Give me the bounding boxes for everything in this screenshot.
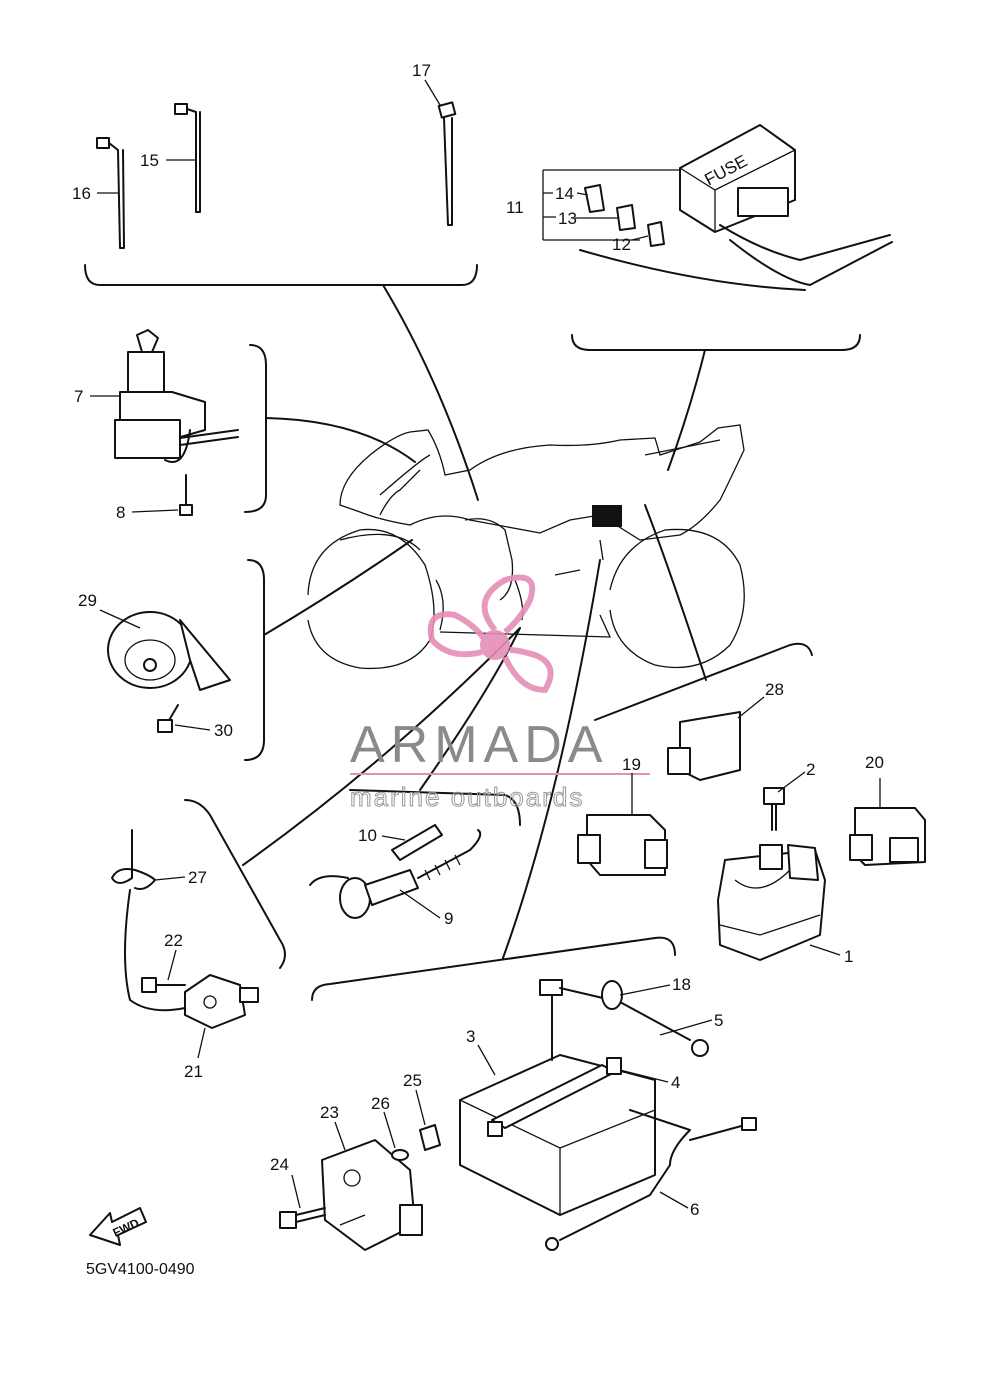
plug-cap-10 [391, 824, 443, 861]
washer-26 [391, 1149, 409, 1161]
callout-9: 9 [444, 909, 453, 928]
bolt-24 [279, 1207, 326, 1229]
fuse-box: FUSE [579, 124, 893, 291]
callout-11: 11 [506, 198, 524, 217]
cable-tie-15 [174, 103, 201, 213]
callout-6: 6 [690, 1200, 699, 1219]
battery [459, 1054, 656, 1216]
clip-27 [111, 829, 156, 890]
relay-20 [849, 807, 926, 866]
starter-relay-1 [717, 844, 826, 961]
callout-22: 22 [164, 931, 183, 950]
callout-8: 8 [116, 503, 125, 522]
fwd-arrow-icon: FWD [89, 1207, 147, 1246]
callout-26: 26 [371, 1094, 390, 1113]
watermark-brand: ARMADA [350, 716, 608, 774]
callout-18: 18 [672, 975, 691, 994]
callout-12: 12 [612, 235, 631, 254]
callout-27: 27 [188, 868, 207, 887]
battery-lead-5 [539, 979, 709, 1061]
watermark-text: ARMADA marine outboards [350, 716, 650, 813]
wire-assembly-9 [309, 829, 482, 919]
battery-lead-6 [545, 1109, 757, 1251]
callout-10: 10 [358, 826, 377, 845]
screw-8 [179, 474, 193, 516]
callout-7: 7 [74, 387, 83, 406]
fuse-bracket [542, 169, 680, 241]
clamp-18 [601, 980, 623, 1010]
callout-leaders [90, 79, 881, 1209]
callout-15: 15 [140, 151, 159, 170]
rectifier-23 [321, 1139, 423, 1251]
main-switch [114, 329, 239, 463]
callout-28: 28 [765, 680, 784, 699]
leader-lines [242, 284, 707, 959]
callout-30: 30 [214, 721, 233, 740]
bolt-30 [157, 704, 179, 733]
callout-25: 25 [403, 1071, 422, 1090]
motorcycle-outline [307, 424, 745, 670]
nut-25 [419, 1124, 441, 1151]
relay-19 [577, 814, 668, 876]
callout-3: 3 [466, 1027, 475, 1046]
fuse-12 [647, 221, 665, 247]
horn [107, 611, 231, 691]
fuse-14 [584, 184, 605, 213]
callout-19: 19 [622, 755, 641, 774]
diagram-code: 5GV4100-0490 [86, 1261, 195, 1278]
watermark-propeller-icon [427, 574, 554, 694]
callout-5: 5 [714, 1011, 723, 1030]
callout-4: 4 [671, 1073, 680, 1092]
callout-24: 24 [270, 1155, 289, 1174]
callout-16: 16 [72, 184, 91, 203]
sensor-21 [124, 889, 259, 1029]
callout-1: 1 [844, 947, 853, 966]
cable-tie-16 [96, 137, 125, 249]
callout-20: 20 [865, 753, 884, 772]
group-brackets [84, 264, 861, 1001]
callout-numbers: 16 15 17 11 14 13 12 7 8 29 30 28 19 2 2… [72, 61, 884, 1219]
callout-23: 23 [320, 1103, 339, 1122]
relay-28 [667, 711, 741, 781]
callout-29: 29 [78, 591, 97, 610]
fuse-13 [616, 204, 636, 231]
cable-tie-17 [437, 101, 457, 226]
callout-13: 13 [558, 209, 577, 228]
callout-21: 21 [184, 1062, 203, 1081]
callout-2: 2 [806, 760, 815, 779]
callout-14: 14 [555, 184, 574, 203]
bolt-22 [141, 977, 186, 993]
screw-2 [763, 787, 785, 831]
callout-17: 17 [412, 61, 431, 80]
watermark-tagline: marine outboards [350, 782, 584, 812]
